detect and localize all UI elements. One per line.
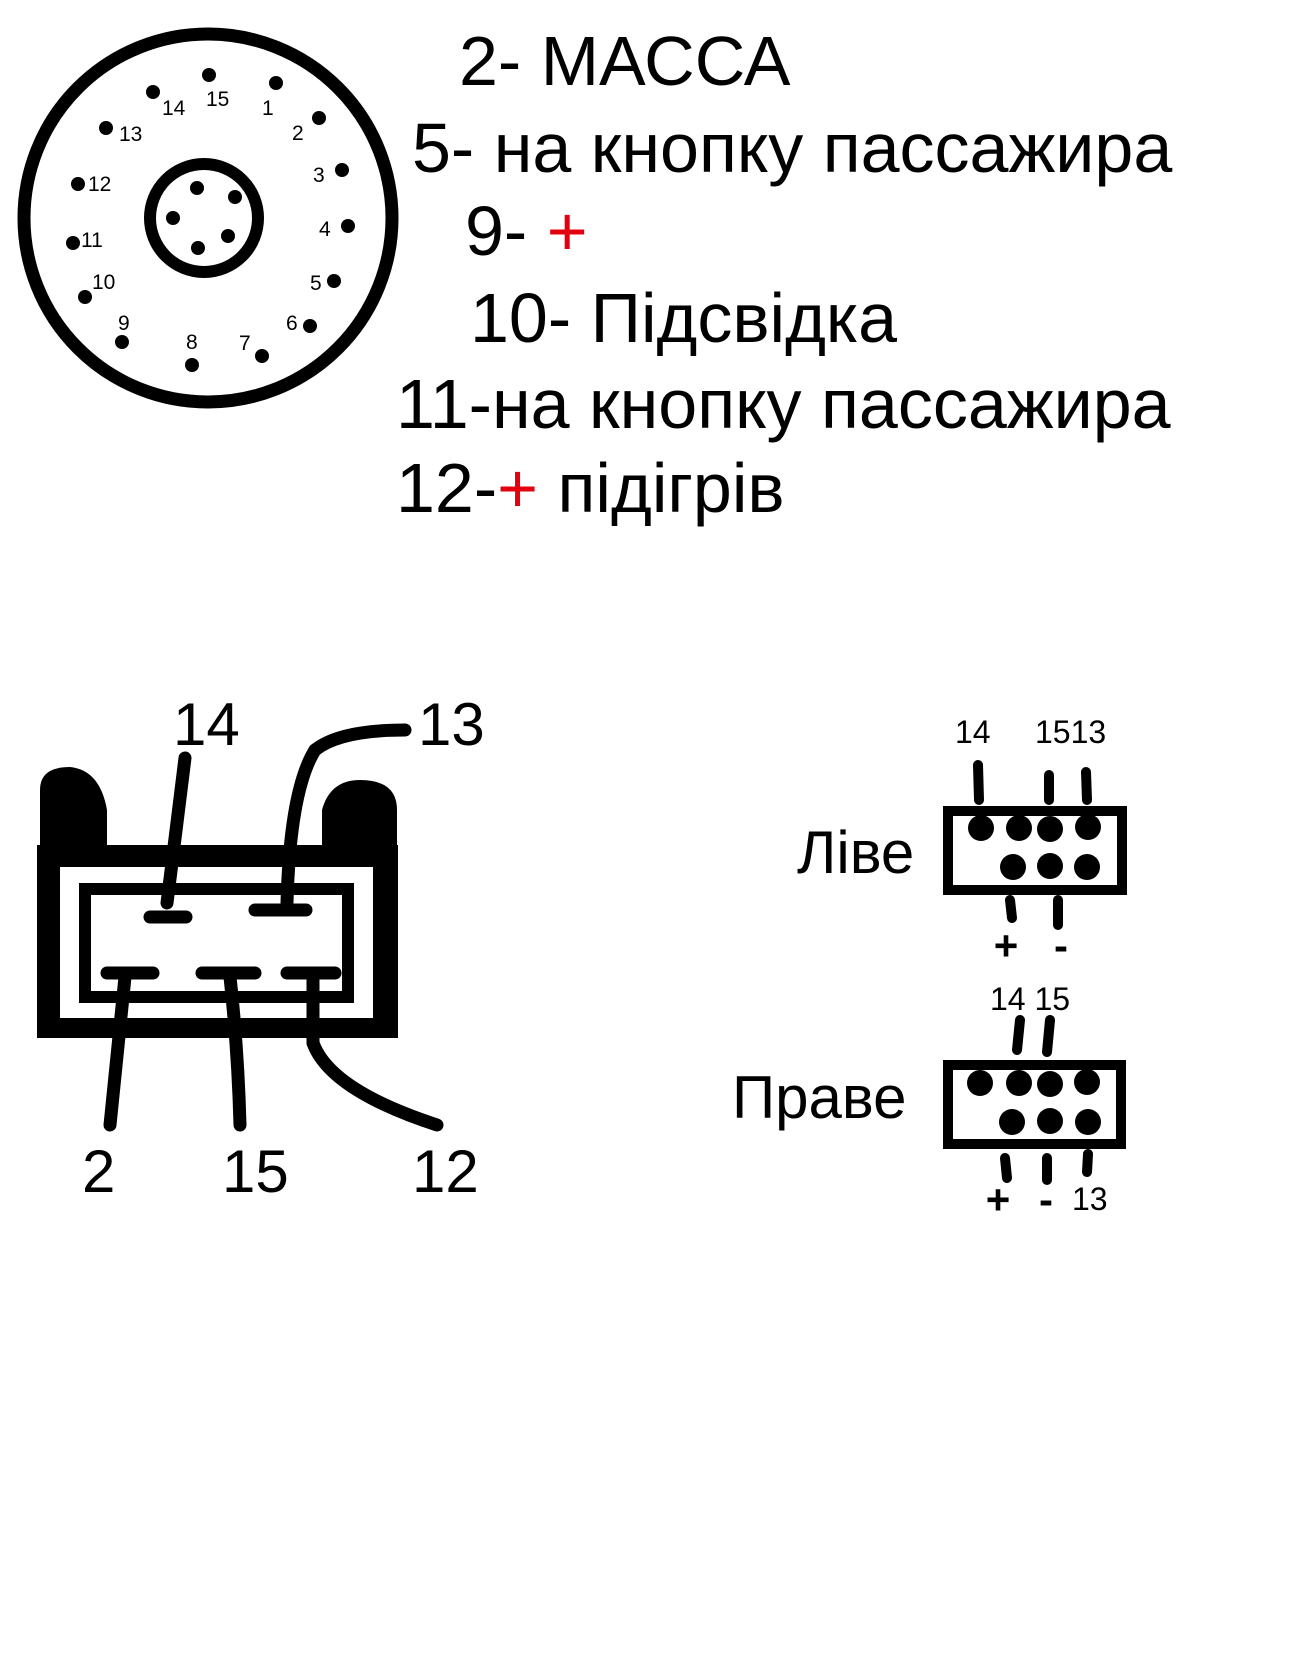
pin-label-15: 15 xyxy=(206,88,229,111)
legend-line-9: 9- + xyxy=(465,192,588,270)
pin-label-1: 1 xyxy=(262,97,274,120)
switch-label-14: 14 xyxy=(173,691,240,758)
right-seat-title: Праве xyxy=(732,1064,906,1131)
right-connector-pins xyxy=(967,1069,1101,1135)
pin-label-12: 12 xyxy=(88,173,111,196)
round-connector: 1 2 3 4 5 6 7 8 9 10 11 12 13 14 15 xyxy=(17,27,399,409)
outer-ring xyxy=(17,27,399,409)
switch-inner-frame xyxy=(79,883,354,1003)
pin-label-8: 8 xyxy=(186,331,198,354)
left-connector-pins xyxy=(968,814,1101,880)
pin-label-6: 6 xyxy=(286,312,298,335)
legend-line-12: 12-+ підігрів xyxy=(396,449,785,527)
right-minus: - xyxy=(1039,1176,1053,1223)
left-label-1513: 1513 xyxy=(1035,714,1106,750)
pin-label-2: 2 xyxy=(292,122,304,145)
pin-label-5: 5 xyxy=(310,272,322,295)
right-plus: + xyxy=(986,1176,1011,1223)
switch-label-13: 13 xyxy=(418,691,485,758)
switch-label-12: 12 xyxy=(412,1138,479,1205)
plus-sign-red: + xyxy=(547,192,588,270)
plus-sign-red: + xyxy=(497,449,538,527)
left-plus: + xyxy=(994,922,1019,969)
legend-line-10: 10- Підсвідка xyxy=(470,279,897,357)
right-seat-connector: Праве 14 15 + - 13 xyxy=(732,981,1126,1223)
left-label-14: 14 xyxy=(955,714,991,750)
left-seat-title: Ліве xyxy=(797,819,914,886)
switch-label-15: 15 xyxy=(222,1138,289,1205)
pin-label-7: 7 xyxy=(239,332,251,355)
switch-ear-left xyxy=(40,767,107,845)
right-label-13: 13 xyxy=(1072,1181,1108,1217)
switch-wires xyxy=(100,723,444,1132)
pin-label-9: 9 xyxy=(118,312,130,335)
right-label-14-15: 14 15 xyxy=(990,981,1070,1017)
legend-line-2: 2- МАССА xyxy=(459,22,791,100)
heater-switch: 14 13 2 15 12 xyxy=(37,691,485,1205)
outer-pins xyxy=(66,68,355,372)
inner-ring xyxy=(144,158,264,278)
pin-label-3: 3 xyxy=(313,164,325,187)
legend-line-5: 5- на кнопку пассажира xyxy=(412,109,1172,187)
pin-legend: 2- МАССА 5- на кнопку пассажира 9- + 10-… xyxy=(396,22,1172,527)
switch-label-2: 2 xyxy=(82,1138,115,1205)
inner-pins xyxy=(166,181,242,255)
pin-label-11: 11 xyxy=(81,229,103,252)
left-seat-connector: Ліве 14 1513 + - xyxy=(797,714,1127,969)
pin-label-4: 4 xyxy=(319,218,331,241)
pin-label-14: 14 xyxy=(162,97,186,120)
legend-line-11: 11-на кнопку пассажира xyxy=(396,365,1171,443)
left-minus: - xyxy=(1054,922,1068,969)
pin-label-10: 10 xyxy=(92,271,115,294)
switch-ear-right xyxy=(322,780,397,845)
pin-label-13: 13 xyxy=(119,123,142,146)
